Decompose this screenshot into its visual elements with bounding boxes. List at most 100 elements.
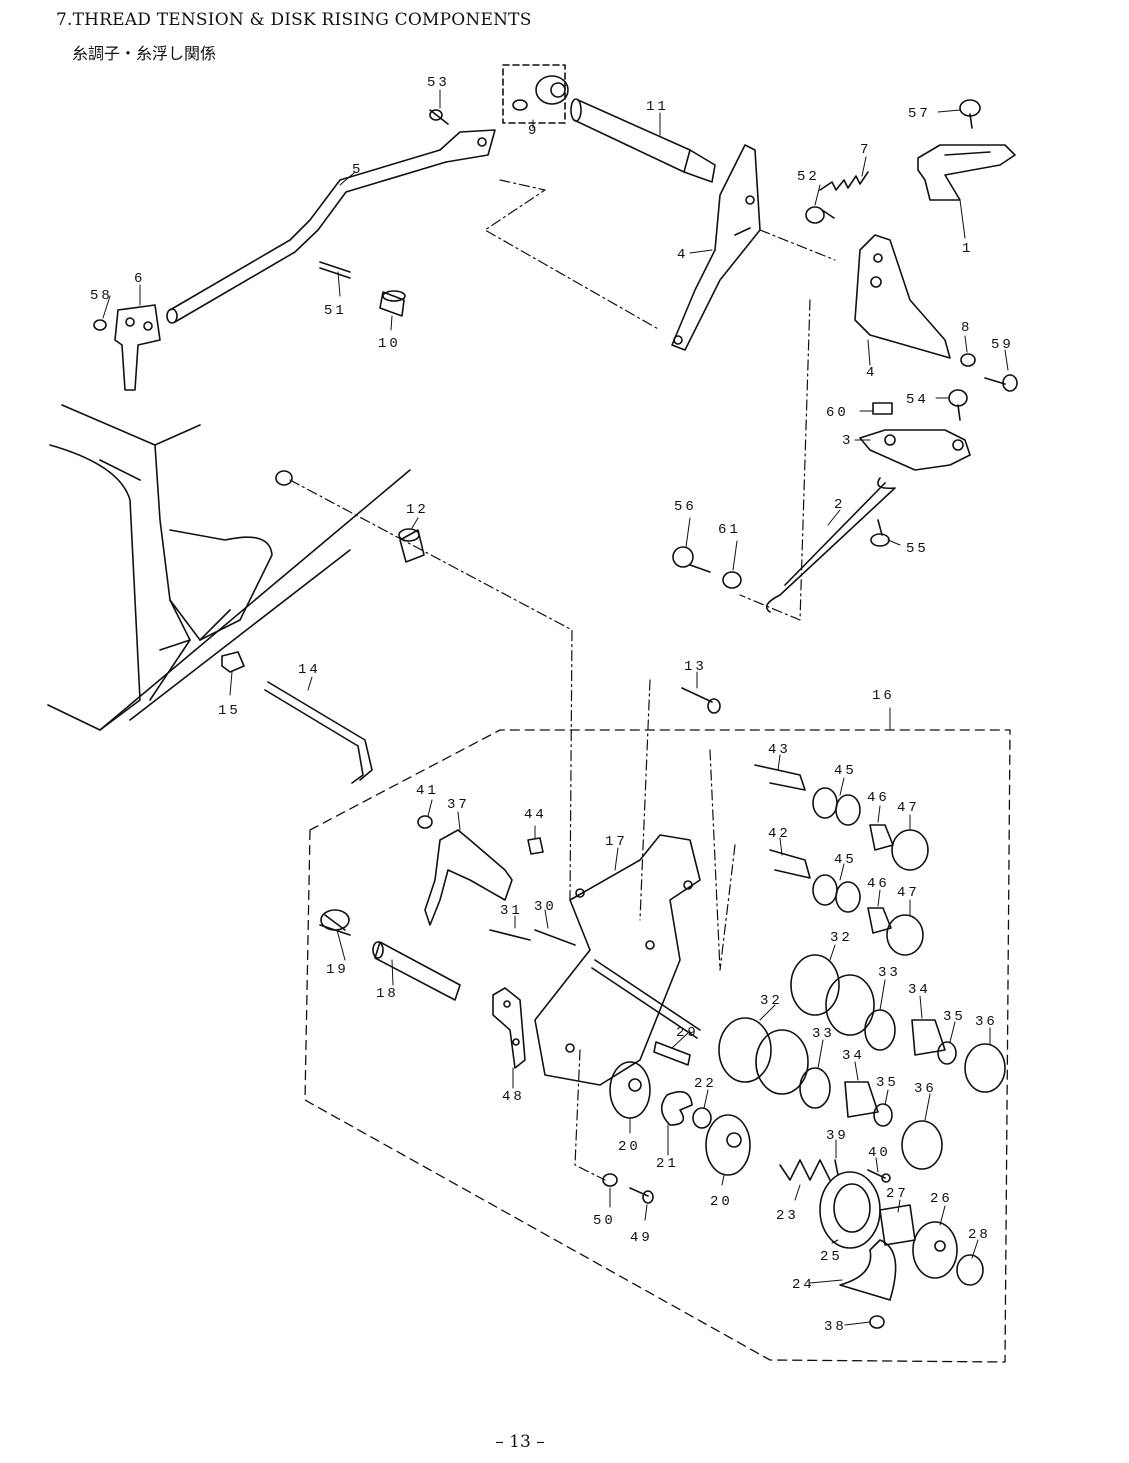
- label-13: 13: [684, 659, 707, 675]
- label-17: 17: [605, 834, 628, 850]
- label-21: 21: [656, 1156, 679, 1172]
- label-27: 27: [886, 1186, 909, 1202]
- label-56: 56: [674, 499, 697, 515]
- label-45b: 45: [834, 852, 857, 868]
- cone-46a: [869, 824, 894, 851]
- label-36a: 36: [975, 1014, 998, 1030]
- screw-13: [681, 687, 721, 714]
- label-45a: 45: [834, 763, 857, 779]
- washer-45b: [812, 874, 861, 913]
- lever-4b: [854, 234, 951, 359]
- thread-guide-14: [264, 681, 373, 784]
- shaft-11: [570, 98, 716, 183]
- gear-35-group: [873, 1041, 957, 1127]
- label-46a: 46: [867, 790, 890, 806]
- knob-28: [956, 1254, 984, 1286]
- label-47b: 47: [897, 885, 920, 901]
- label-61: 61: [718, 522, 741, 538]
- lever-4a: [671, 144, 761, 351]
- label-12: 12: [406, 502, 429, 518]
- label-53: 53: [427, 75, 450, 91]
- washer-45a: [812, 787, 861, 826]
- label-7: 7: [860, 142, 871, 158]
- projection-lines: [289, 179, 836, 1181]
- link-plate-3: [859, 429, 971, 471]
- label-14: 14: [298, 662, 321, 678]
- label-4a: 4: [677, 247, 688, 263]
- label-43: 43: [768, 742, 791, 758]
- label-44: 44: [524, 807, 547, 823]
- label-9: 9: [528, 123, 539, 139]
- label-39: 39: [826, 1128, 849, 1144]
- label-38: 38: [824, 1319, 847, 1335]
- label-6: 6: [134, 271, 145, 287]
- label-35a: 35: [943, 1009, 966, 1025]
- washer-22: [692, 1107, 712, 1129]
- label-5: 5: [352, 162, 363, 178]
- knob-36-group: [901, 1043, 1006, 1170]
- cam-21: [660, 1090, 693, 1126]
- screw-53: [429, 109, 449, 125]
- washer-61: [722, 571, 742, 589]
- screw-41: [417, 815, 433, 829]
- label-31: 31: [500, 903, 523, 919]
- label-29: 29: [676, 1025, 699, 1041]
- page-subtitle: 糸調子・糸浮し関係: [72, 44, 217, 63]
- screw-52: [805, 206, 835, 224]
- leader-lines: [102, 89, 1009, 1326]
- cone-46b: [867, 907, 892, 934]
- machine-body-outline: [47, 404, 411, 731]
- label-24: 24: [792, 1277, 815, 1293]
- label-25: 25: [820, 1249, 843, 1265]
- screw-39: [834, 1159, 839, 1176]
- pin-51: [319, 261, 351, 279]
- label-10: 10: [378, 336, 401, 352]
- spring-19: [319, 909, 351, 936]
- label-4b: 4: [866, 365, 877, 381]
- washer-8: [960, 353, 976, 367]
- label-34a: 34: [908, 982, 931, 998]
- label-26: 26: [930, 1191, 953, 1207]
- page-title: 7.THREAD TENSION & DISK RISING COMPONENT…: [56, 10, 532, 30]
- disc-32-group: [718, 954, 875, 1095]
- label-33a: 33: [878, 965, 901, 981]
- label-1: 1: [962, 241, 973, 257]
- page-number: – 13 –: [495, 1432, 545, 1452]
- part-number-labels: 1 2 3 4 4 5 6 7 8 9 10 11 12 13 14 15 16…: [90, 75, 1011, 1335]
- label-23: 23: [776, 1208, 799, 1224]
- tension-stud-42: [769, 849, 811, 879]
- bushing-12: [398, 528, 425, 563]
- label-42: 42: [768, 826, 791, 842]
- housing-25: [819, 1171, 881, 1249]
- stud-55: [870, 519, 890, 547]
- screw-57: [959, 99, 981, 129]
- gear-26: [912, 1221, 958, 1279]
- collar-10: [379, 290, 406, 317]
- label-47a: 47: [897, 800, 920, 816]
- label-49: 49: [630, 1230, 653, 1246]
- pins-30-31: [489, 929, 576, 946]
- label-34b: 34: [842, 1048, 865, 1064]
- assembly-boundary-16: [304, 729, 1011, 1363]
- lever-48: [492, 987, 526, 1069]
- label-51: 51: [324, 303, 347, 319]
- knob-47a: [891, 829, 929, 871]
- label-40: 40: [868, 1145, 891, 1161]
- spring-23: [779, 1159, 831, 1181]
- nut-44: [527, 837, 544, 855]
- label-60: 60: [826, 405, 849, 421]
- knob-47b: [886, 914, 924, 956]
- label-57: 57: [908, 106, 931, 122]
- label-3: 3: [842, 433, 853, 449]
- threaded-stud: [591, 959, 701, 1039]
- label-32b: 32: [760, 993, 783, 1009]
- plate-1: [917, 144, 1016, 201]
- guide-24: [839, 1239, 897, 1301]
- label-16: 16: [872, 688, 895, 704]
- thread-release-rod: [166, 129, 496, 324]
- label-15: 15: [218, 703, 241, 719]
- stud-56: [672, 546, 711, 573]
- label-55: 55: [906, 541, 929, 557]
- spring-7: [819, 171, 869, 191]
